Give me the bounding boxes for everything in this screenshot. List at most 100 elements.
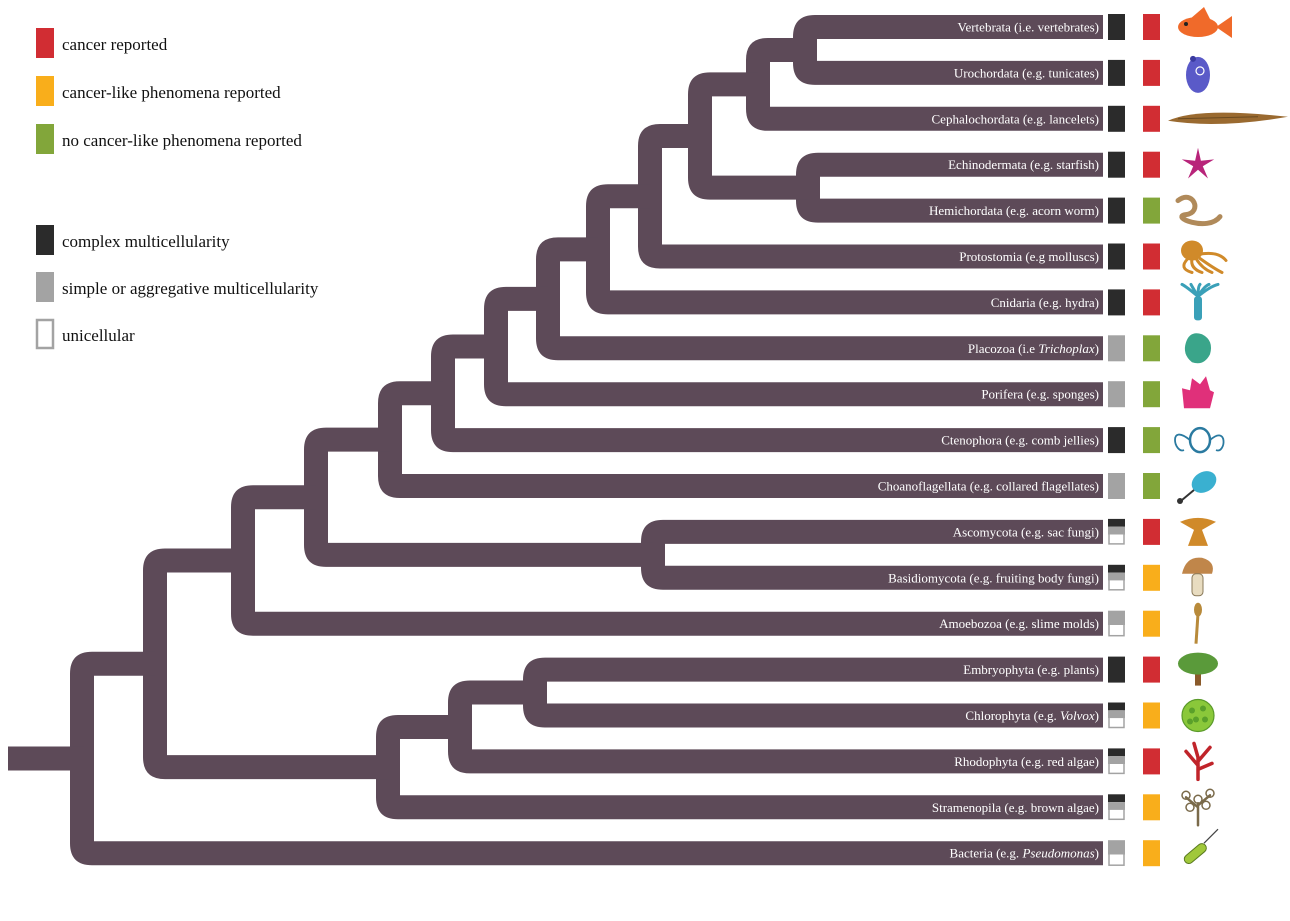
tree-branches: [8, 15, 1103, 866]
legend-label: cancer-like phenomena reported: [62, 83, 281, 102]
taxon-label: Basidiomycota (e.g. fruiting body fungi): [888, 570, 1099, 585]
cancer-indicator: [1143, 59, 1160, 86]
legend-label: no cancer-like phenomena reported: [62, 131, 302, 150]
taxon-label: Cephalochordata (e.g. lancelets): [932, 111, 1099, 126]
tree-branch: [536, 237, 1103, 361]
fish-icon: [1178, 7, 1232, 38]
cancer-indicator: [1143, 151, 1160, 178]
taxon-label: Ctenophora (e.g. comb jellies): [941, 433, 1099, 448]
lancelet-icon: [1168, 112, 1288, 124]
legend-label: cancer reported: [62, 35, 168, 54]
tree-branch: [376, 714, 1103, 820]
legend-label: unicellular: [62, 326, 135, 345]
tree-branch: [796, 152, 1103, 223]
tree-branch: [70, 651, 1103, 866]
legend-label: simple or aggregative multicellularity: [62, 279, 319, 298]
multicellularity-indicator: [1108, 610, 1125, 637]
comb-jelly-icon: [1174, 426, 1225, 454]
multicellularity-indicator: [1108, 564, 1125, 591]
red-algae-icon: [1184, 741, 1214, 782]
multicellularity-indicator: [1108, 59, 1125, 86]
starfish-icon: [1181, 147, 1215, 179]
tree-branch: [523, 657, 1103, 728]
taxon-label: Urochordata (e.g. tunicates): [954, 65, 1099, 80]
tree-branch: [586, 184, 1103, 315]
taxon-labels: Vertebrata (i.e. vertebrates) Urochordata…: [878, 20, 1099, 861]
tree-branch: [304, 427, 653, 567]
cancer-indicator: [1143, 748, 1160, 775]
taxon-label: Chlorophyta (e.g. Volvox): [965, 708, 1099, 723]
multicellularity-indicator: [1108, 473, 1125, 499]
brown-algae-icon: [1181, 788, 1215, 827]
cancer-indicator: [1143, 794, 1160, 821]
cancer-indicator: [1143, 840, 1160, 867]
taxon-label: Choanoflagellata (e.g. collared flagella…: [878, 479, 1099, 494]
cancer-indicator: [1143, 335, 1160, 362]
sponge-icon: [1182, 376, 1214, 409]
multicellularity-indicator: [1108, 151, 1125, 178]
multicellularity-indicator: [1108, 14, 1125, 40]
multicellularity-indicator: [1108, 794, 1125, 821]
cancer-indicator: [1143, 381, 1160, 408]
taxon-label: Echinodermata (e.g. starfish): [948, 157, 1099, 172]
multicellularity-indicator: [1108, 702, 1125, 729]
taxon-label: Cnidaria (e.g. hydra): [991, 295, 1099, 310]
taxon-label: Stramenopila (e.g. brown algae): [932, 800, 1099, 815]
cancer-indicator: [1143, 427, 1160, 454]
tree-branch: [448, 680, 1103, 774]
tree-branch: [143, 548, 388, 780]
cancer-indicator: [1143, 105, 1160, 132]
legend-label: complex multicellularity: [62, 232, 230, 251]
tree-icon: [1178, 652, 1218, 686]
taxon-label: Amoebozoa (e.g. slime molds): [939, 616, 1099, 631]
multicellularity-indicator: [1108, 656, 1125, 683]
tree-branch: [688, 72, 808, 200]
octopus-icon: [1181, 240, 1228, 274]
cancer-indicator: [1143, 656, 1160, 683]
tree-branch: [231, 485, 1103, 636]
tree-branch: [793, 15, 1103, 85]
taxon-label: Rhodophyta (e.g. red algae): [954, 754, 1099, 769]
tunicate-icon: [1186, 55, 1210, 93]
taxon-label: Bacteria (e.g. Pseudomonas): [950, 846, 1099, 861]
legend-swatch: [36, 124, 54, 154]
taxon-label: Embryophyta (e.g. plants): [963, 662, 1099, 677]
cancer-indicator: [1143, 14, 1160, 40]
multicellularity-indicator: [1108, 748, 1125, 775]
taxon-label: Ascomycota (e.g. sac fungi): [953, 524, 1099, 539]
tree-branch: [641, 519, 1103, 590]
hydra-icon: [1180, 282, 1220, 321]
cancer-indicator: [1143, 610, 1160, 637]
cancer-indicator: [1143, 243, 1160, 270]
sac-fungus-icon: [1180, 517, 1216, 546]
acorn-worm-icon: [1175, 194, 1223, 227]
taxon-label: Protostomia (e.g molluscs): [959, 249, 1099, 264]
multicellularity-indicator: [1108, 381, 1125, 408]
organism-icons: [1168, 7, 1288, 865]
tree-branch: [638, 124, 1103, 269]
trait-indicators: [1108, 14, 1160, 867]
choanoflagellate-icon: [1177, 471, 1217, 504]
cancer-indicator: [1143, 564, 1160, 591]
cancer-indicator: [1143, 518, 1160, 545]
tree-branch: [746, 37, 1103, 131]
slime-mold-icon: [1194, 602, 1202, 644]
legend-swatch: [36, 76, 54, 106]
multicellularity-indicator: [1108, 518, 1125, 545]
cancer-indicator: [1143, 473, 1160, 499]
cancer-indicator: [1143, 197, 1160, 224]
multicellularity-indicator: [1108, 105, 1125, 132]
taxon-label: Vertebrata (i.e. vertebrates): [958, 20, 1099, 35]
multicellularity-indicator: [1108, 289, 1125, 316]
legend-swatch: [36, 28, 54, 58]
tree-branch: [484, 286, 1103, 407]
legend-swatch: [36, 272, 54, 302]
taxon-label: Hemichordata (e.g. acorn worm): [929, 203, 1099, 218]
bacterium-icon: [1183, 828, 1219, 865]
cancer-indicator: [1143, 289, 1160, 316]
cancer-indicator: [1143, 702, 1160, 729]
tree-branch: [431, 334, 1103, 453]
taxon-label: Placozoa (i.e Trichoplax): [968, 341, 1099, 356]
taxon-label: Porifera (e.g. sponges): [981, 387, 1099, 402]
